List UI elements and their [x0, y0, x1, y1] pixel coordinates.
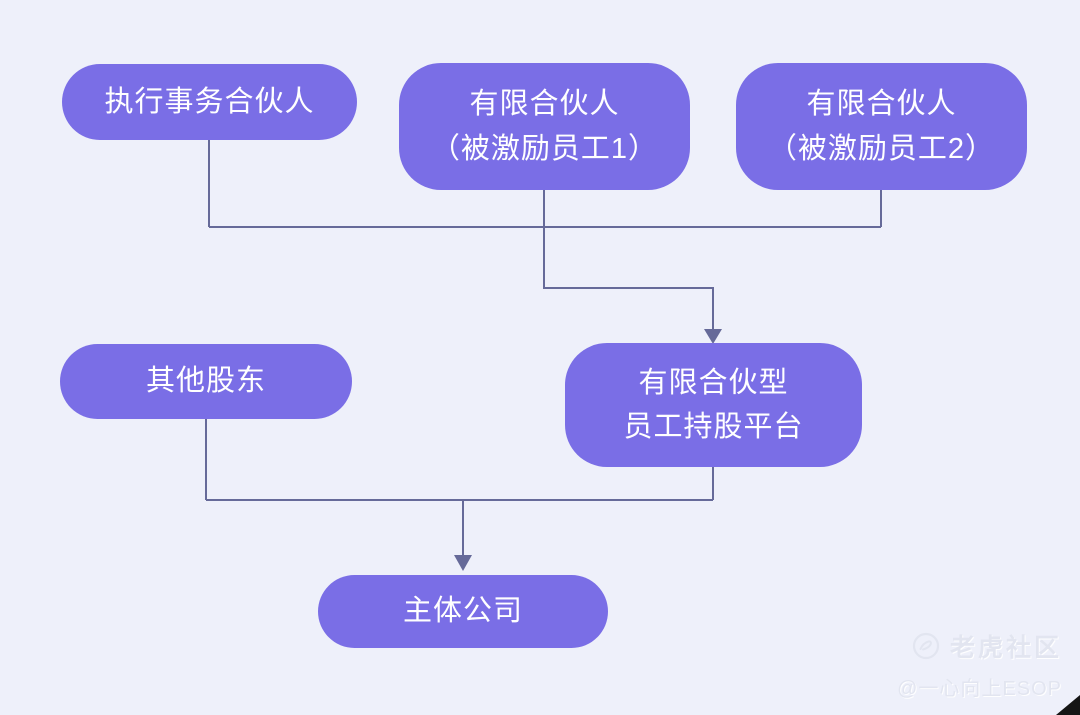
node-limited-partner-1-label: 有限合伙人 （被激励员工1） — [430, 88, 659, 165]
node-main-company: 主体公司 — [318, 575, 608, 648]
node-limited-partner-2: 有限合伙人 （被激励员工2） — [736, 63, 1027, 190]
arrowhead-into-company — [454, 555, 472, 571]
node-executive-partner-label: 执行事务合伙人 — [104, 85, 315, 118]
tiger-logo-icon — [912, 632, 940, 660]
node-limited-partner-1: 有限合伙人 （被激励员工1） — [399, 63, 690, 190]
watermark-handle: @一心向上ESOP — [897, 678, 1062, 700]
arrowhead-into-platform — [704, 329, 722, 344]
node-esop-platform: 有限合伙型 员工持股平台 — [565, 343, 862, 467]
node-other-shareholders-label: 其他股东 — [145, 365, 266, 398]
node-esop-platform-label: 有限合伙型 员工持股平台 — [623, 366, 804, 443]
edge-lp1-to-platform — [543, 190, 714, 330]
node-main-company-label: 主体公司 — [402, 595, 523, 628]
node-executive-partner: 执行事务合伙人 — [62, 64, 357, 140]
watermark-brand-row: 老虎社区 — [897, 628, 1062, 664]
watermark-brand-text: 老虎社区 — [949, 634, 1062, 662]
node-other-shareholders: 其他股东 — [60, 344, 352, 419]
node-limited-partner-2-label: 有限合伙人 （被激励员工2） — [767, 88, 996, 165]
watermark: 老虎社区 @一心向上ESOP — [897, 628, 1062, 701]
